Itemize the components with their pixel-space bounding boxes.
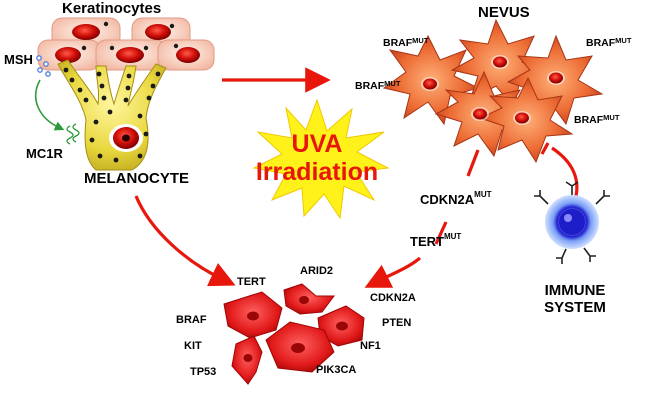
immune-line2: SYSTEM	[544, 299, 606, 316]
gene-label: KIT	[184, 340, 202, 352]
nevus-nuclei	[421, 55, 565, 125]
inhibition-bar	[540, 142, 550, 155]
keratinocyte-cells	[37, 17, 215, 71]
immune-inhibition-line	[551, 146, 579, 197]
gene-label: ARID2	[300, 265, 334, 277]
nevus-label: NEVUS	[478, 4, 530, 21]
immune-system-label: IMMUNE SYSTEM	[532, 282, 618, 316]
uva-line2: Irradiation	[255, 158, 379, 186]
uva-star-burst	[252, 98, 390, 220]
uva-irradiation-label: UVA Irradiation	[250, 130, 384, 186]
immune-line1: IMMUNE	[544, 282, 606, 299]
progression-arrows	[134, 67, 579, 288]
msh-molecules	[36, 55, 51, 77]
msh-label: MSH	[4, 52, 33, 67]
gene-label: PTEN	[382, 317, 412, 329]
melanocyte-label: MELANOCYTE	[84, 170, 189, 187]
braf-mut-label: BRAFMUT	[586, 36, 632, 49]
melanocyte-to-melanoma-arrow	[134, 195, 236, 287]
keratinocytes-label: Keratinocytes	[62, 0, 162, 17]
immune-cell	[534, 181, 610, 264]
gene-label: TP53	[190, 366, 217, 378]
braf-mut-label: BRAFMUT	[355, 79, 401, 92]
tert-mut-label: TERTMUT	[410, 232, 462, 249]
gene-label: BRAF	[176, 314, 207, 326]
uva-line1: UVA	[291, 130, 343, 158]
mc1r-receptor	[66, 123, 80, 145]
gene-label: PIK3CA	[316, 364, 357, 376]
nevus-to-melanoma-arrow	[364, 256, 422, 288]
gene-label: TERT	[237, 276, 266, 288]
msh-binding-arrow	[35, 79, 65, 131]
braf-mut-label: BRAFMUT	[383, 36, 429, 49]
gene-label: NF1	[360, 340, 381, 352]
melanocyte-cell	[57, 21, 179, 171]
melanoma-nuclei	[243, 296, 348, 362]
mc1r-label: MC1R	[26, 146, 63, 161]
cdkn2a-mut-label: CDKN2AMUT	[420, 190, 492, 207]
braf-mut-label: BRAFMUT	[574, 113, 620, 126]
gene-label: CDKN2A	[370, 292, 416, 304]
antibody-receptors	[534, 181, 610, 264]
